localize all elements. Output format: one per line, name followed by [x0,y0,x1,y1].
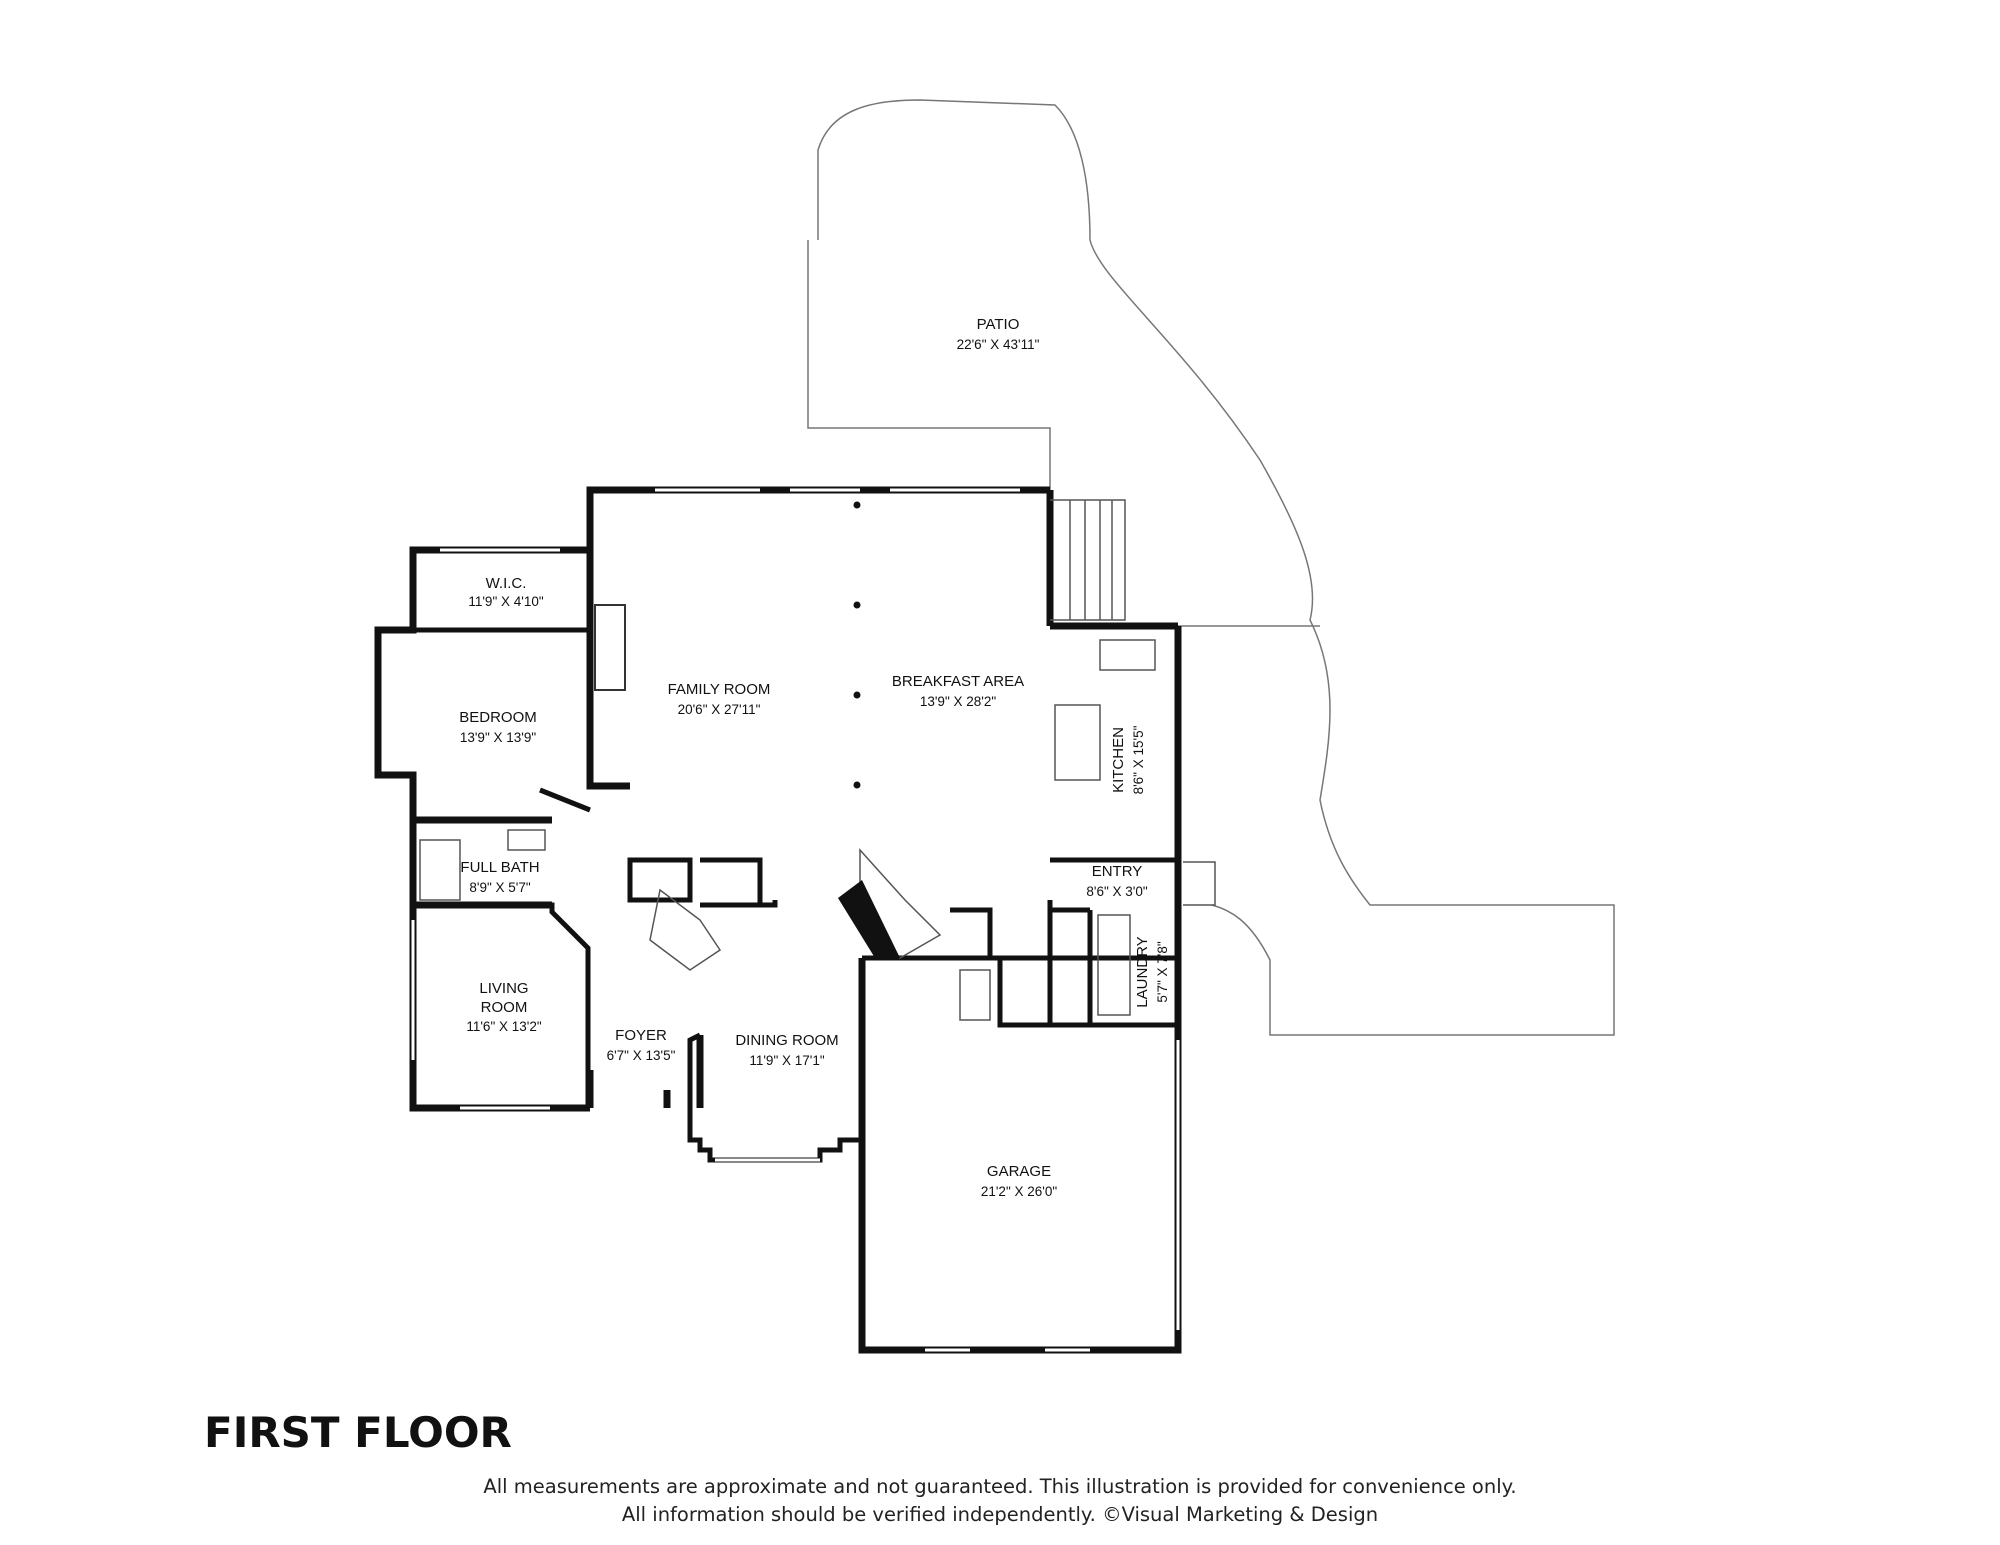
entry-dims: 8'6" X 3'0" [1086,884,1147,899]
entry-name: ENTRY [1092,863,1143,880]
patio-name: PATIO [977,316,1020,333]
family-room-name: FAMILY ROOM [668,681,771,698]
breakfast-area-name: BREAKFAST AREA [892,673,1024,690]
interior-walls [413,627,1178,1163]
full-bath-name: FULL BATH [460,859,539,876]
wic-dims: 11'9" X 4'10" [468,594,543,609]
full-bath-dims: 8'9" X 5'7" [469,880,530,895]
kitchen-name: KITCHEN [1110,727,1127,793]
garage-name: GARAGE [987,1163,1051,1180]
living-room-name-line1: LIVING [479,980,528,997]
bedroom-dims: 13'9" X 13'9" [460,730,537,745]
fixtures [419,499,1216,1021]
floor-title: FIRST FLOOR [204,1408,512,1457]
laundry-dims: 5'7" X 7'8" [1155,941,1170,1002]
breakfast-area-dims: 13'9" X 28'2" [920,694,997,709]
foyer-dims: 6'7" X 13'5" [607,1048,676,1063]
garage-dims: 21'2" X 26'0" [981,1184,1058,1199]
disclaimer-line1: All measurements are approximate and not… [483,1475,1517,1498]
disclaimer-line2: All information should be verified indep… [621,1503,1379,1526]
windows [411,488,1180,1352]
patio-dims: 22'6" X 43'11" [957,337,1040,352]
wic-name: W.I.C. [486,575,527,592]
exterior-walls [374,486,1182,1354]
patio-outline [807,99,1615,1036]
foyer-name: FOYER [615,1027,667,1044]
bedroom-name: BEDROOM [459,709,537,726]
ceiling-lights [853,501,861,789]
dining-room-name: DINING ROOM [735,1032,838,1049]
dining-room-dims: 11'9" X 17'1" [749,1053,824,1068]
fireplace [594,604,626,691]
kitchen-dims: 8'6" X 15'5" [1131,725,1146,794]
family-room-dims: 20'6" X 27'11" [678,702,761,717]
laundry-name: LAUNDRY [1134,936,1151,1007]
living-room-dims: 11'6" X 13'2" [466,1019,541,1034]
stair-fill [838,880,900,958]
living-room-name-line2: ROOM [481,999,528,1016]
